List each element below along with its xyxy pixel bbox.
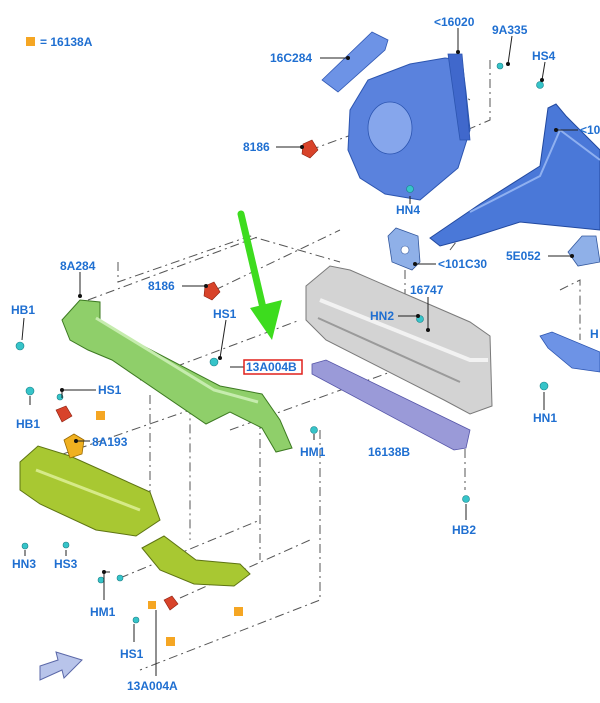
part-8186-lower (203, 281, 221, 301)
label-13a004a: 13A004A (127, 679, 178, 693)
label-hm1-right: HM1 (300, 445, 326, 459)
label-hn1: HN1 (533, 411, 557, 425)
marker-16138a-1 (96, 411, 105, 420)
label-16c284: 16C284 (270, 51, 312, 65)
part-16138b-absorber (311, 359, 471, 451)
label-hb2: HB2 (452, 523, 476, 537)
side-rail-highlight (469, 128, 600, 213)
label-hs4: HS4 (532, 49, 556, 63)
part-16c284-bracket (321, 31, 389, 93)
apron-cutout (367, 101, 413, 155)
fasteners (15, 62, 549, 624)
label-hb1-lower: HB1 (16, 417, 40, 431)
label-9a335: 9A335 (492, 23, 528, 37)
part-8a284-support (61, 299, 293, 453)
highlight-label: 13A004B (246, 360, 297, 374)
callout-labels: <16020 9A335 16C284 HS4 <10 8186 HN4 <10… (11, 15, 600, 693)
label-hn4: HN4 (396, 203, 420, 217)
support-ridge (95, 316, 259, 404)
label-h-edge: H (590, 327, 599, 341)
label-hm1-left: HM1 (90, 605, 116, 619)
part-bumper-beam (305, 265, 493, 415)
bracket-hole (400, 245, 410, 255)
label-hn2: HN2 (370, 309, 394, 323)
label-hb1-upper: HB1 (11, 303, 35, 317)
label-8186-lower: 8186 (148, 279, 175, 293)
part-13a004a-clip (163, 595, 179, 611)
legend-swatch (26, 37, 35, 46)
shield-ridge (35, 468, 141, 512)
part-8a193-bracket (63, 433, 85, 459)
label-16138b: 16138B (368, 445, 410, 459)
label-hn3: HN3 (12, 557, 36, 571)
part-hs1-clip (55, 405, 73, 423)
label-hs1-center: HS1 (213, 307, 237, 321)
highlight-box (243, 359, 303, 375)
leader-lines (21, 28, 578, 676)
label-16020: <16020 (434, 15, 475, 29)
direction-arrow (39, 651, 83, 681)
legend-text: = 16138A (40, 35, 93, 49)
label-101c30: <101C30 (438, 257, 487, 271)
beam-ridge (319, 298, 488, 362)
label-hs1-left: HS1 (98, 383, 122, 397)
label-8186-upper: 8186 (243, 140, 270, 154)
marker-16138a-3 (166, 637, 175, 646)
part-8186-upper (301, 139, 319, 159)
label-10: <10 (580, 123, 600, 137)
label-8a193: 8A193 (92, 435, 128, 449)
label-8a284: 8A284 (60, 259, 96, 273)
apron-flange (447, 53, 471, 141)
label-hs1-bottom: HS1 (120, 647, 144, 661)
marker-16138a-2 (234, 607, 243, 616)
green-arrow (237, 210, 282, 340)
label-5e052: 5E052 (506, 249, 541, 263)
label-hs3: HS3 (54, 557, 78, 571)
part-5e052 (567, 235, 600, 267)
marker-16138a-4 (148, 601, 156, 609)
part-lower-deflector (141, 535, 251, 587)
label-16747: 16747 (410, 283, 444, 297)
part-right-bracket (539, 331, 600, 373)
beam-ridge-dark (317, 317, 461, 383)
